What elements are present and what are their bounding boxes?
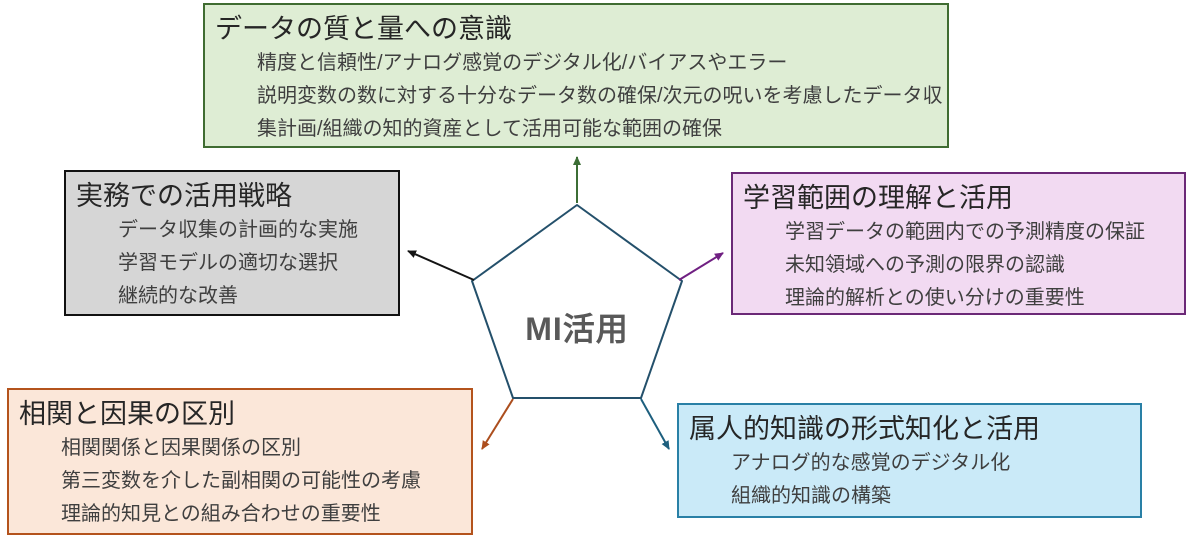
data-quality-box: データの質と量への意識 精度と信頼性/アナログ感覚のデジタル化/バイアスやエラー… bbox=[203, 3, 949, 148]
practical-strategy-item: データ収集の計画的な実施 bbox=[118, 219, 358, 242]
learning-scope-box: 学習範囲の理解と活用 学習データの範囲内での予測精度の保証 未知領域への予測の限… bbox=[731, 172, 1186, 315]
data-quality-item: 精度と信頼性/アナログ感覚のデジタル化/バイアスやエラー bbox=[257, 52, 788, 75]
learning-scope-item: 理論的解析との使い分けの重要性 bbox=[785, 287, 1085, 310]
tacit-knowledge-item: アナログ的な感覚のデジタル化 bbox=[731, 452, 1011, 475]
practical-strategy-item: 継続的な改善 bbox=[118, 285, 238, 308]
correlation-causation-item: 相関関係と因果関係の区別 bbox=[61, 437, 301, 460]
arrow-to-practical-strategy bbox=[407, 250, 475, 281]
data-quality-item: 説明変数の数に対する十分なデータ数の確保/次元の呪いを考慮したデータ収 bbox=[257, 85, 943, 108]
correlation-causation-item: 理論的知見との組み合わせの重要性 bbox=[61, 503, 381, 526]
practical-strategy-box: 実務での活用戦略 データ収集の計画的な実施 学習モデルの適切な選択 継続的な改善 bbox=[64, 170, 400, 316]
arrow-to-correlation-causation bbox=[481, 398, 514, 450]
learning-scope-item: 未知領域への予測の限界の認識 bbox=[785, 254, 1065, 277]
tacit-knowledge-item: 組織的知識の構築 bbox=[731, 485, 891, 508]
learning-scope-item: 学習データの範囲内での予測精度の保証 bbox=[785, 221, 1145, 244]
data-quality-item: 集計画/組織の知的資産として活用可能な範囲の確保 bbox=[257, 118, 722, 141]
correlation-causation-box: 相関と因果の区別 相関関係と因果関係の区別 第三変数を介した副相関の可能性の考慮… bbox=[7, 388, 473, 535]
learning-scope-title: 学習範囲の理解と活用 bbox=[743, 183, 1013, 213]
arrow-to-tacit-knowledge bbox=[640, 398, 670, 450]
practical-strategy-item: 学習モデルの適切な選択 bbox=[118, 252, 338, 275]
correlation-causation-item: 第三変数を介した副相関の可能性の考慮 bbox=[61, 470, 421, 493]
pentagon-shape bbox=[471, 204, 683, 399]
tacit-knowledge-title: 属人的知識の形式知化と活用 bbox=[689, 414, 1040, 444]
tacit-knowledge-box: 属人的知識の形式知化と活用 アナログ的な感覚のデジタル化 組織的知識の構築 bbox=[677, 403, 1142, 518]
practical-strategy-title: 実務での活用戦略 bbox=[76, 181, 292, 211]
data-quality-title: データの質と量への意識 bbox=[215, 14, 512, 44]
center-pentagon-label: MI活用 bbox=[525, 311, 629, 347]
arrow-to-learning-scope bbox=[678, 252, 724, 281]
correlation-causation-title: 相関と因果の区別 bbox=[19, 399, 235, 429]
